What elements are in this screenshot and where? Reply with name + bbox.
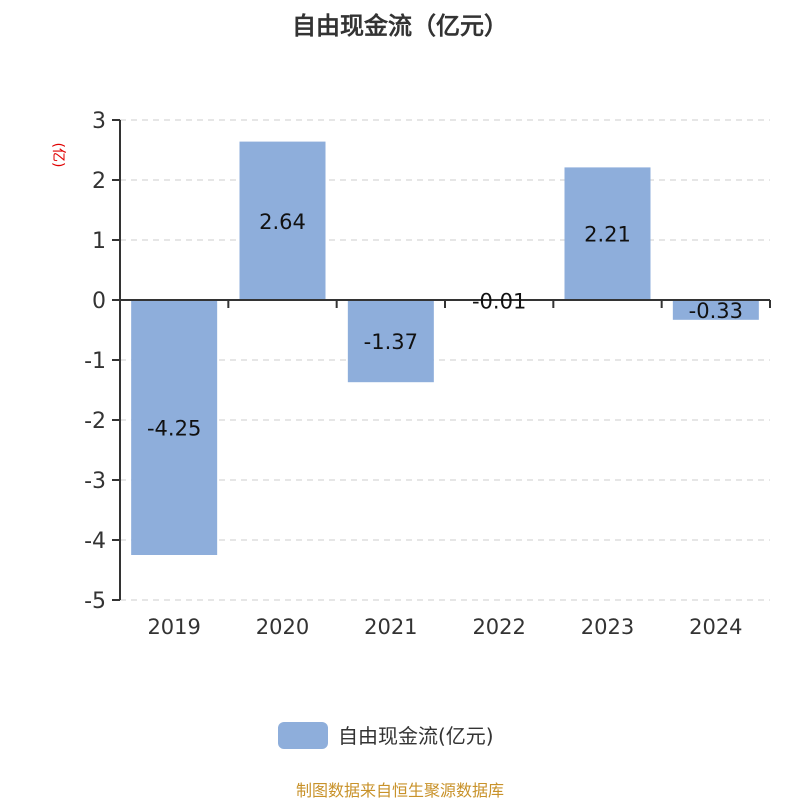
x-tick-label: 2023 [581,615,634,639]
y-tick-label: -4 [84,529,106,554]
data-labels: -4.25 2.64 -1.37 -0.01 2.21 -0.33 [147,210,743,441]
data-label: -0.01 [472,290,526,314]
data-label: -4.25 [147,417,201,441]
y-tick-label: -5 [84,589,106,614]
gridlines [120,119,770,601]
bar-2020 [239,141,326,300]
y-axis-label: (亿) [50,143,66,168]
data-label: -0.33 [689,299,743,323]
y-tick-label: -2 [84,409,106,434]
x-tick-label: 2021 [364,615,417,639]
footer-source: 制图数据来自恒生聚源数据库 [296,781,504,800]
bars [131,141,759,555]
bar-2019 [131,300,218,555]
data-label: -1.37 [364,330,418,354]
y-tick-label: 1 [92,229,106,254]
y-tick-label: 3 [92,109,106,134]
y-tick-label: 0 [92,289,106,314]
axes: 3 2 1 0 -1 -2 -3 -4 -5 2019 2020 2021 2022 2023 2024 [84,109,771,639]
data-label: 2.21 [584,223,631,247]
x-tick-label: 2022 [472,615,525,639]
bar-2021 [347,300,434,383]
bar-2024 [672,300,759,320]
legend-swatch[interactable] [278,722,328,749]
y-tick-label: 2 [92,169,106,194]
x-tick-label: 2024 [689,615,742,639]
data-label: 2.64 [259,210,306,234]
chart-title: 自由现金流（亿元） [292,12,508,40]
bar-2023 [564,167,651,300]
legend-label[interactable]: 自由现金流(亿元) [338,724,494,748]
x-tick-label: 2019 [147,615,200,639]
x-tick-label: 2020 [256,615,309,639]
y-tick-label: -3 [84,469,106,494]
y-tick-label: -1 [84,349,106,374]
